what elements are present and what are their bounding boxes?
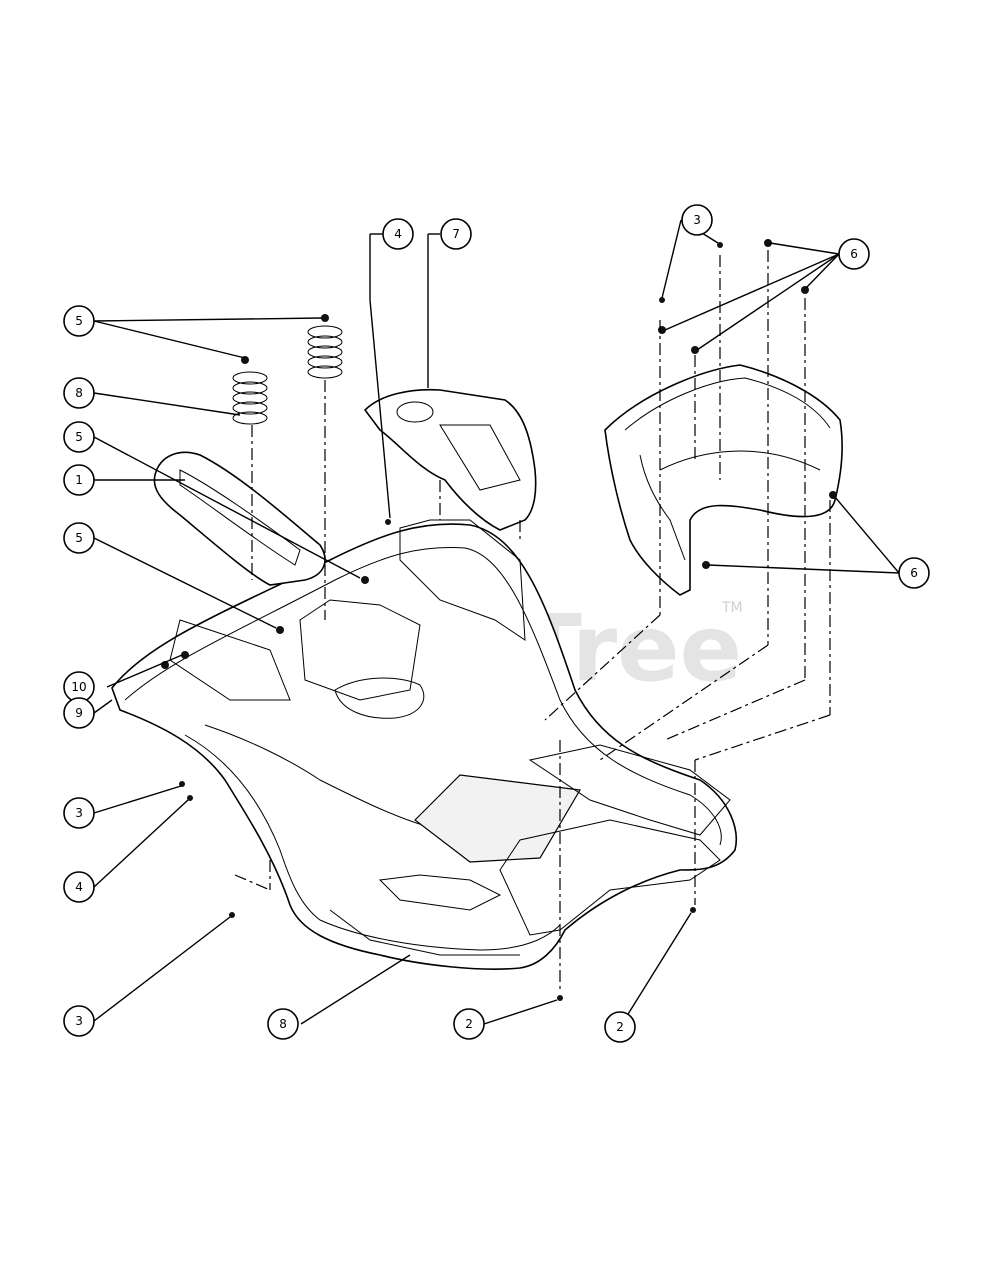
- svg-text:4: 4: [75, 880, 83, 894]
- springs: [232, 325, 343, 425]
- svg-text:3: 3: [693, 213, 701, 227]
- fender-body: [111, 519, 737, 970]
- svg-text:8: 8: [279, 1017, 287, 1031]
- callout-3: 3: [681, 204, 713, 236]
- callout-2: 2: [604, 1011, 636, 1043]
- callout-4: 4: [382, 218, 414, 250]
- svg-text:5: 5: [75, 314, 83, 328]
- svg-text:2: 2: [616, 1020, 624, 1034]
- svg-text:4: 4: [394, 227, 402, 241]
- svg-text:9: 9: [75, 706, 83, 720]
- spring-left: [232, 371, 268, 425]
- spring-right: [307, 325, 343, 379]
- left-armrest-pad: [153, 451, 326, 586]
- hardware: [161, 239, 837, 1001]
- callout-5: 5: [63, 305, 95, 337]
- callout-9: 9: [63, 697, 95, 729]
- callout-6: 6: [838, 238, 870, 270]
- cup-holder-console: [363, 388, 537, 531]
- callout-5: 5: [63, 522, 95, 554]
- svg-text:5: 5: [75, 531, 83, 545]
- callout-3: 3: [63, 797, 95, 829]
- svg-text:8: 8: [75, 386, 83, 400]
- svg-text:5: 5: [75, 430, 83, 444]
- svg-text:2: 2: [465, 1017, 473, 1031]
- callout-1: 1: [63, 464, 95, 496]
- svg-text:1: 1: [75, 473, 83, 487]
- svg-text:3: 3: [75, 806, 83, 820]
- rear-bucket: [604, 364, 843, 596]
- callout-8: 8: [267, 1008, 299, 1040]
- svg-text:3: 3: [75, 1014, 83, 1028]
- callout-6: 6: [898, 557, 930, 589]
- callout-2: 2: [453, 1008, 485, 1040]
- callout-5: 5: [63, 421, 95, 453]
- callout-8: 8: [63, 377, 95, 409]
- callout-4: 4: [63, 871, 95, 903]
- callouts: 5 8 5 1 5 10 9 3 4 3 8 2 2 4 7 3 6 6: [63, 204, 930, 1043]
- callout-7: 7: [440, 218, 472, 250]
- svg-text:10: 10: [71, 680, 86, 694]
- leader-lines: [93, 219, 900, 1028]
- svg-text:6: 6: [850, 247, 858, 261]
- callout-10: 10: [63, 671, 95, 703]
- svg-text:6: 6: [910, 566, 918, 580]
- svg-text:7: 7: [452, 227, 460, 241]
- alignment-lines: [234, 250, 831, 990]
- watermark-trademark: TM: [721, 600, 743, 616]
- callout-3: 3: [63, 1005, 95, 1037]
